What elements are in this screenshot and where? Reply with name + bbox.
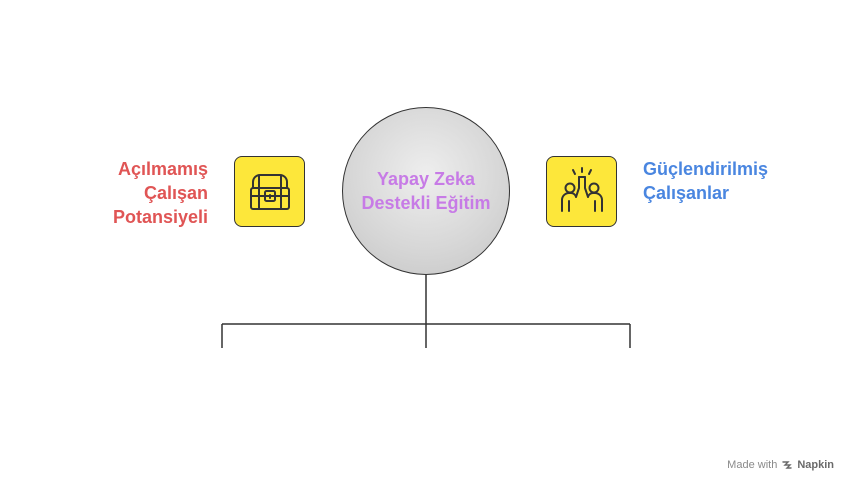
high-five-icon (560, 166, 603, 212)
watermark-brand: Napkin (797, 459, 834, 471)
left-label-line-2: Çalışan (143, 183, 208, 203)
center-node-label: Yapay Zeka Destekli Eğitim (361, 167, 490, 215)
left-node-label: Açılmamış Çalışan Potansiyeli (48, 157, 208, 229)
right-label-line-2: Çalışanlar (643, 183, 730, 203)
left-label-line-3: Potansiyeli (112, 207, 208, 227)
treasure-chest-icon (249, 173, 290, 210)
right-node-label: Güçlendirilmiş Çalışanlar (643, 157, 833, 205)
left-icon-box (234, 156, 305, 227)
left-label-line-1: Açılmamış (117, 159, 208, 179)
napkin-logo-icon (782, 461, 793, 469)
right-icon-box (546, 156, 617, 227)
center-label-line-1: Yapay Zeka (376, 169, 476, 189)
right-label-line-1: Güçlendirilmiş (643, 159, 769, 179)
napkin-watermark[interactable]: Made with Napkin (727, 459, 834, 471)
watermark-prefix: Made with (727, 459, 778, 471)
center-node: Yapay Zeka Destekli Eğitim (342, 107, 510, 275)
center-label-line-2: Destekli Eğitim (361, 193, 491, 213)
